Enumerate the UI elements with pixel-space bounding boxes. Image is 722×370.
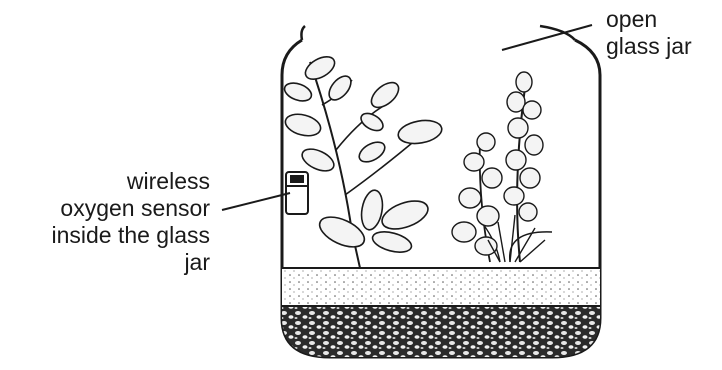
jar-leader-line (502, 25, 592, 50)
jar-label: open glass jar (606, 6, 692, 60)
substrate (280, 268, 602, 360)
sensor-label-line-4: jar (51, 249, 210, 276)
jar-label-line-1: open (606, 6, 692, 33)
sensor-label: wireless oxygen sensor inside the glass … (51, 168, 210, 276)
sensor-label-line-1: wireless (51, 168, 210, 195)
sensor-label-line-2: oxygen sensor (51, 195, 210, 222)
jar-label-line-2: glass jar (606, 33, 692, 60)
leafy-plant (282, 52, 443, 268)
fern-plant (452, 72, 552, 262)
sensor-leader-line (222, 193, 290, 210)
sensor-label-line-3: inside the glass (51, 222, 210, 249)
